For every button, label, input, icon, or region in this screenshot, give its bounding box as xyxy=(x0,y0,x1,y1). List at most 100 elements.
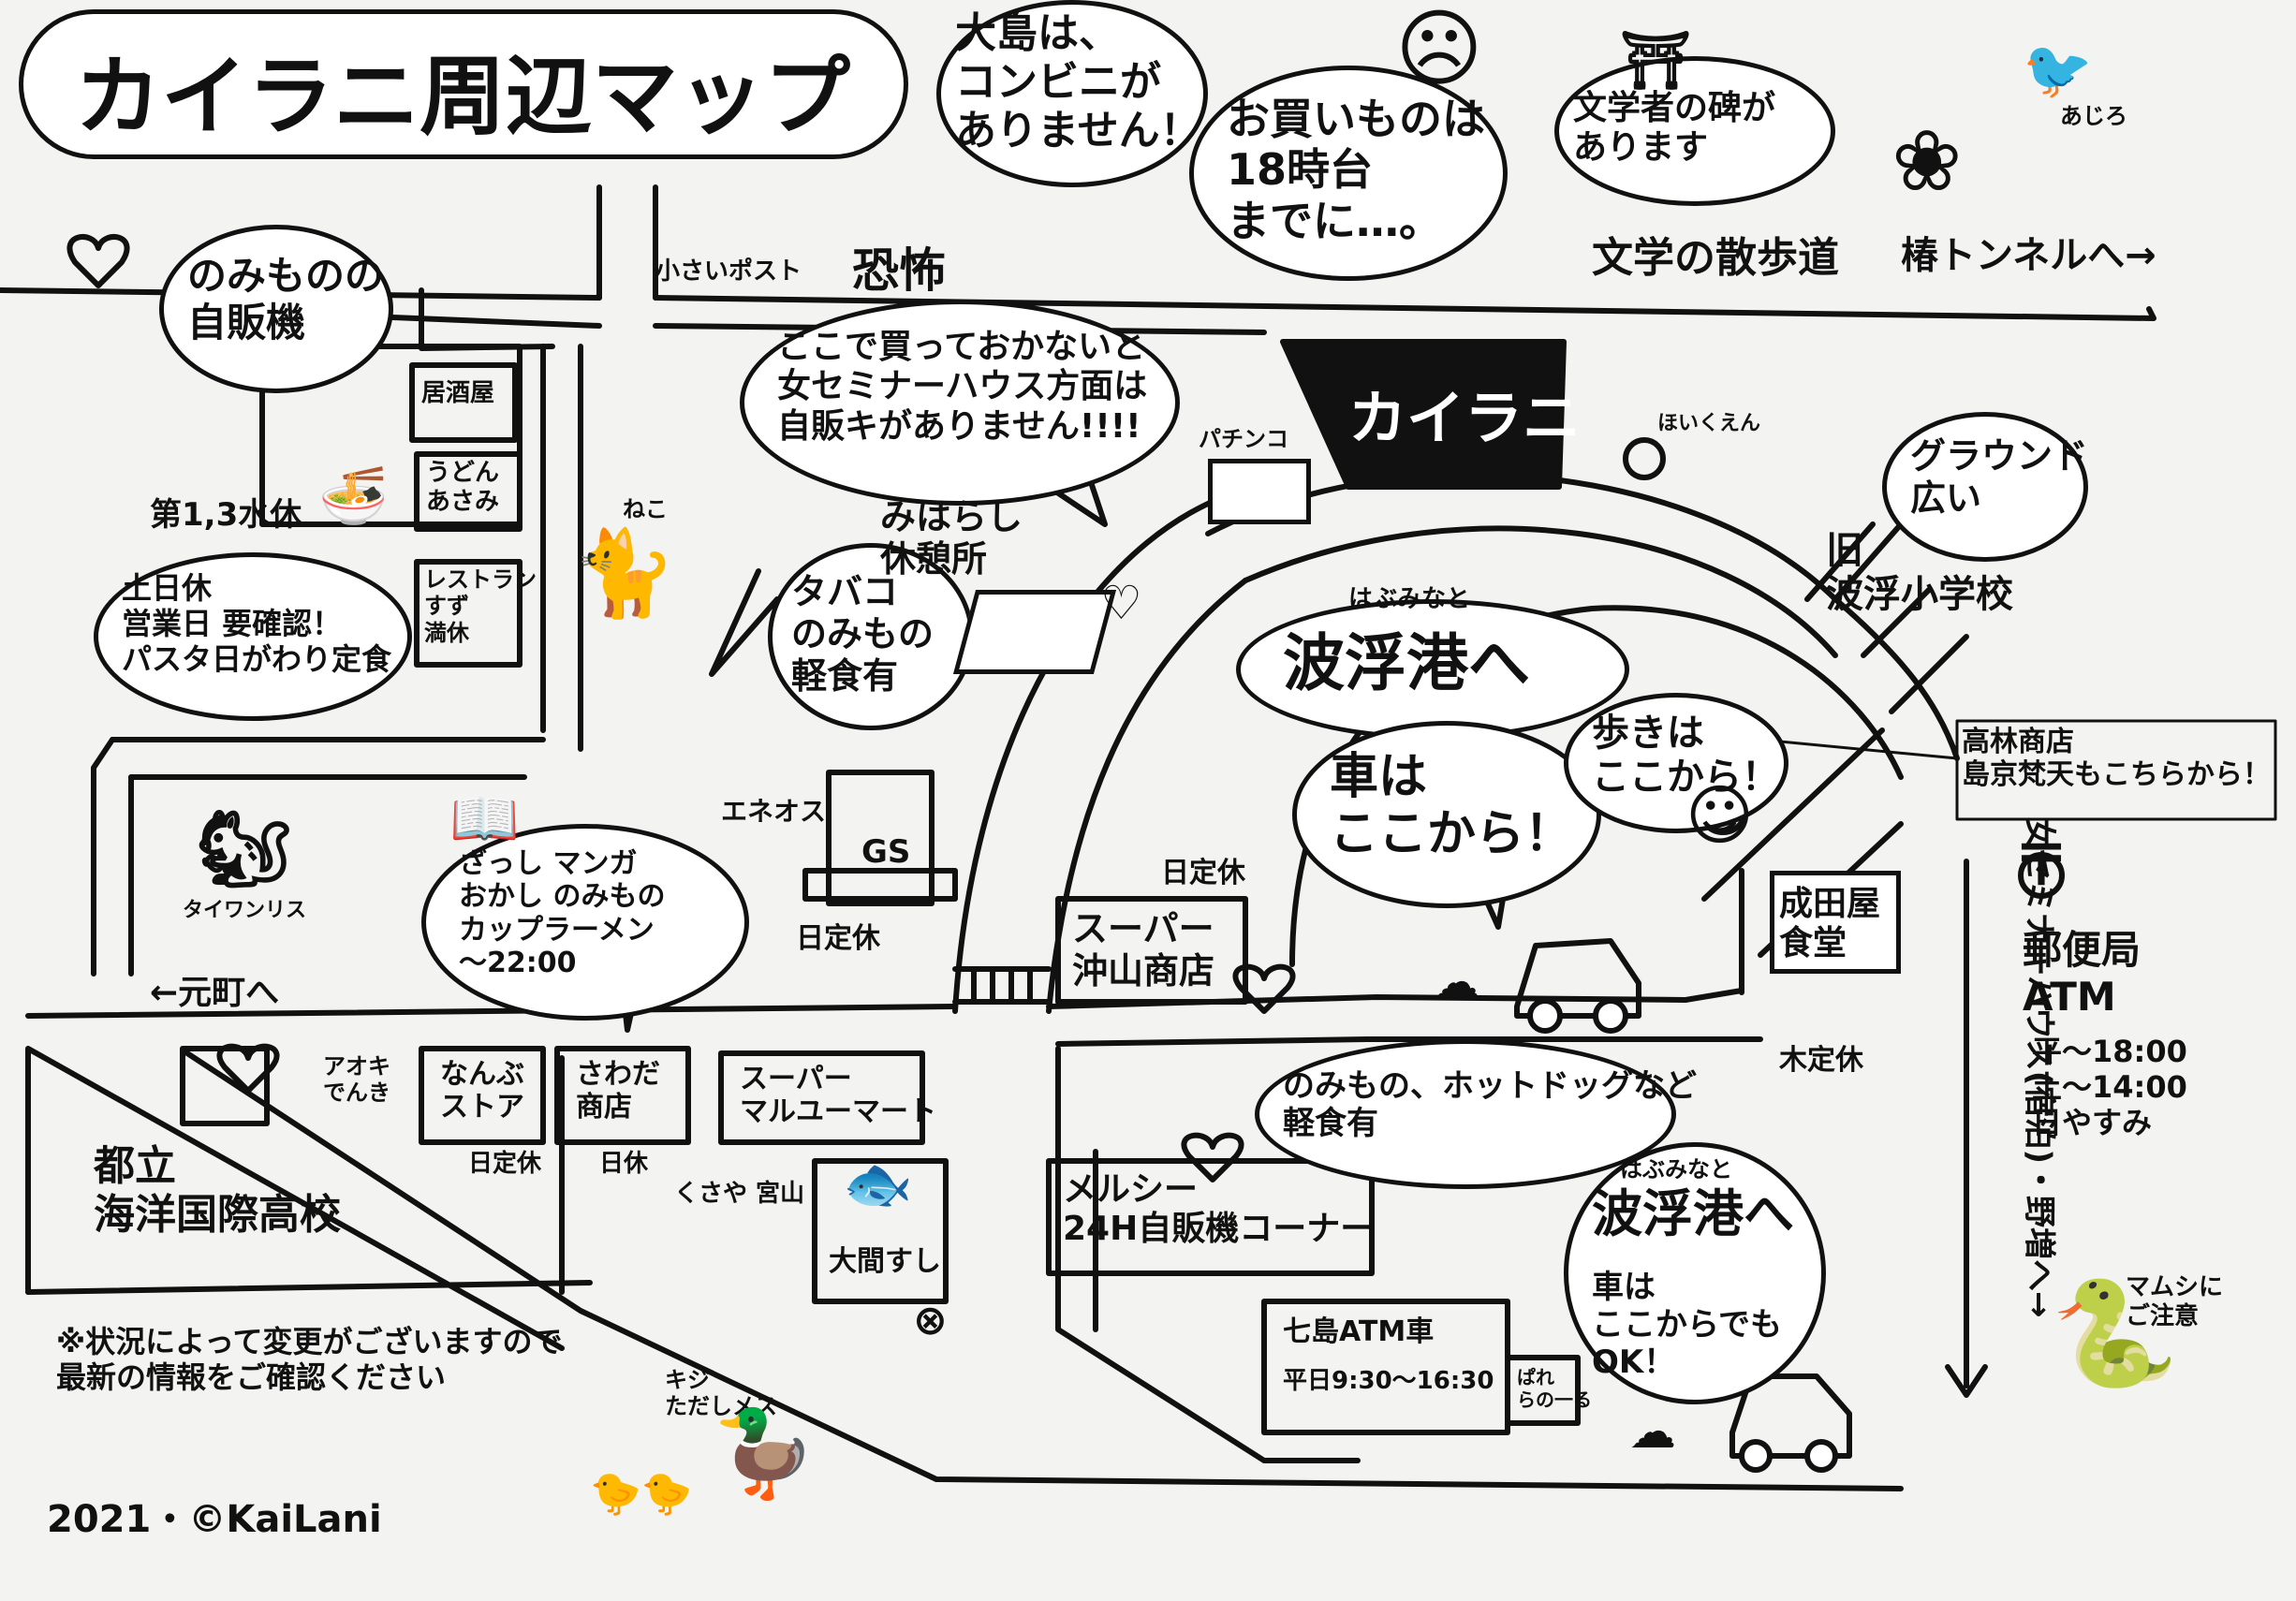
super-okiyama-closed: 日定休 xyxy=(1161,857,1245,889)
kailani-label: カイラニ xyxy=(1348,384,1582,452)
hotdog-text: のみもの、ホットドッグなど 軽食有 xyxy=(1283,1067,1697,1143)
takabayashi-label: 高林商店 島京梵天もこちらから！ xyxy=(1962,726,2271,792)
pachinko-box xyxy=(1208,459,1311,524)
literature-bubble xyxy=(1554,56,1835,206)
habuminato-bottom-text: 波浮港へ xyxy=(1592,1184,1794,1243)
daikoku-label: 大間すし xyxy=(829,1245,941,1278)
hotdog-bubble xyxy=(1255,1039,1676,1189)
kusaya-label: くさや 宮山 xyxy=(674,1180,805,1208)
aoki-label: アオキ でんき xyxy=(323,1053,390,1107)
ground-text: グラウンド 広い xyxy=(1910,435,2089,519)
fear-tag: 恐怖 xyxy=(852,243,946,298)
kiji-label: キジ ただしメス xyxy=(665,1367,777,1420)
to-motomachi-label: ←元町へ xyxy=(150,974,280,1012)
sawada-label: さわだ 商店 xyxy=(576,1058,660,1124)
post-office-label: 郵便局 ATM xyxy=(2023,927,2141,1020)
face-icon: ☹ xyxy=(1395,0,1483,98)
pheasant-icon: 🦆 xyxy=(712,1404,817,1503)
title-cloud xyxy=(19,9,908,159)
snake-icon: 🐍 xyxy=(2051,1273,2179,1393)
naruta-box xyxy=(1770,871,1901,974)
nanbu-label: なんぶ ストア xyxy=(440,1058,524,1124)
shopping-text: お買いものは 18時台 までに…。 xyxy=(1227,94,1485,246)
shopping-bubble xyxy=(1189,66,1508,281)
super-okiyama-label: スーパー 沖山商店 xyxy=(1072,908,1215,991)
magazines-bubble xyxy=(421,824,749,1021)
monument-icon: ⛩ xyxy=(1620,28,1692,94)
kailani-building xyxy=(1280,339,1567,490)
udon-label: うどん あさみ xyxy=(426,459,500,516)
eneos-label: エネオス xyxy=(721,796,827,827)
bowl-icon: 🍜 xyxy=(318,463,389,529)
closed-days-label: 第1,3水休 xyxy=(150,496,302,534)
tsubaki-tunnel-label: 椿トンネルへ→ xyxy=(1901,234,2156,277)
naruta-closed: 木定休 xyxy=(1779,1044,1863,1077)
post-hours-label: 平〜18:00 土〜14:00 日やすみ xyxy=(2032,1034,2187,1140)
lunch-note-bubble xyxy=(94,552,412,721)
lunch-note-text: 土日休 営業日 要確認！ パスタ日がわり定食 xyxy=(122,570,392,677)
fish-icon: 🐟 xyxy=(843,1152,913,1217)
no-conbini-text: 大島は、 コンビニが ありません！ xyxy=(955,9,1201,154)
ajiro-label: あじろ xyxy=(2060,103,2127,129)
chick-icon: 🐤🐤 xyxy=(590,1470,693,1518)
map-title: カイラニ周辺マップ xyxy=(75,47,851,147)
gs-closed-label: 日定休 xyxy=(796,922,880,955)
maruyu-label: スーパー マルユーマート xyxy=(740,1063,936,1129)
sawada-closed: 日休 xyxy=(599,1150,649,1178)
bird-icon: 🐦 xyxy=(2023,37,2093,103)
camellia-icon: ❀ xyxy=(1891,112,1963,211)
atm-hours-label: 平日9:30〜16:30 xyxy=(1283,1367,1494,1395)
squirrel-label: タイワンリス xyxy=(183,899,307,922)
nanbu-closed: 日定休 xyxy=(468,1150,542,1178)
snake-label: マムシに ご注意 xyxy=(2126,1273,2224,1330)
gs-label: GS xyxy=(861,833,911,871)
notice-text: ※状況によって変更がございますので 最新の情報をご確認ください xyxy=(56,1324,563,1395)
magazines-text: ざっし マンガ おかし のみもの カップラーメン 〜22:00 xyxy=(459,847,666,980)
cat-icon: 🐈 xyxy=(571,524,677,623)
book-icon: 📖 xyxy=(449,786,520,852)
literature-text: 文学者の碑が あります xyxy=(1573,89,1776,168)
meiseki-label: メルシー 24H自販機コーナー xyxy=(1063,1170,1375,1249)
school-label: 都立 海洋国際高校 xyxy=(94,1142,341,1239)
squirrel-icon: 🐿 xyxy=(197,805,292,892)
steam-icon: ☁ xyxy=(1433,955,1479,1009)
atm-car-label: 七島ATM車 xyxy=(1283,1315,1435,1348)
tobacco-text: タバコ のみもの 軽食有 xyxy=(791,571,935,697)
cars-bottom-text: 車は ここからでも OK！ xyxy=(1592,1269,1782,1382)
pachinko-label: パチンコ xyxy=(1199,426,1288,452)
ground-bubble xyxy=(1882,412,2088,562)
cars-here-bubble xyxy=(1292,721,1601,908)
steam-icon-2: ☁ xyxy=(1629,1404,1676,1459)
walk-here-bubble xyxy=(1564,693,1788,833)
post-office-icon: 〒 xyxy=(2013,833,2069,899)
cat-label: ねこ xyxy=(623,496,668,522)
hoikuen-label: ほいくえん xyxy=(1657,412,1761,435)
miharashi-building xyxy=(952,590,1117,674)
copyright-text: 2021・©KaiLani xyxy=(47,1498,382,1541)
vending-drinks-bubble xyxy=(159,225,393,393)
no-conbini-bubble xyxy=(936,0,1208,187)
literary-walk-label: 文学の散歩道 xyxy=(1592,234,1839,282)
restaurant-label: レストラン すず 満休 xyxy=(424,566,537,646)
fear-bubble xyxy=(740,300,1180,506)
no-entry-icon: ⊗ xyxy=(913,1297,948,1344)
small-post-label: 小さいポスト xyxy=(655,257,802,286)
habuminato-top-ruby: はぶみなと xyxy=(1348,585,1471,613)
habuminato-bottom-ruby: はぶみなと xyxy=(1620,1156,1732,1182)
cars-here-text: 車は ここから！ xyxy=(1330,749,1574,863)
heart-icon: ♡ xyxy=(1100,576,1142,630)
habuminato-top-text: 波浮港へ xyxy=(1283,627,1530,699)
person-icon: ☺ xyxy=(1685,777,1754,854)
tobacco-bubble xyxy=(768,543,974,730)
fear-text: ここで買っておかないと 女セミナーハウス方面は 自販キがありません!!!! xyxy=(777,328,1148,446)
miharashi-label: みはらし 休憩所 xyxy=(880,496,1023,580)
parking-label: ぱれ らの一る xyxy=(1517,1366,1592,1411)
vending-drinks-text: のみものの 自販機 xyxy=(187,253,385,345)
izakaya-label: 居酒屋 xyxy=(421,379,495,407)
habuminato-bottom-bubble xyxy=(1564,1142,1826,1404)
walk-here-text: 歩きは ここから！ xyxy=(1592,712,1779,800)
old-school-label: 旧 波浮小学校 xyxy=(1826,529,2013,617)
naruta-label: 成田屋 食堂 xyxy=(1779,885,1881,963)
